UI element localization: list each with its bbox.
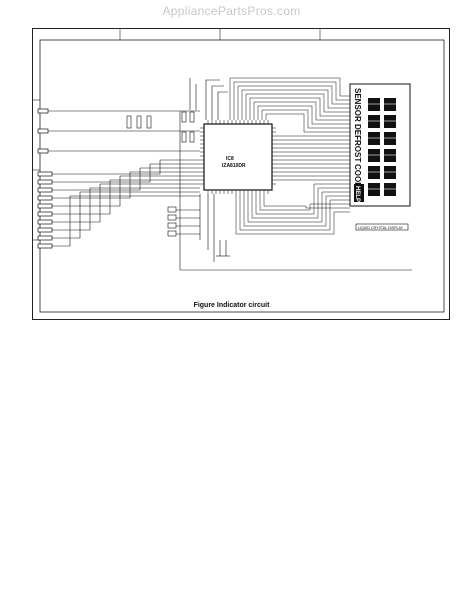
lcd-word-help: HELP <box>354 186 360 202</box>
lcd-segment-gaps <box>368 103 396 190</box>
lcd-segment-digits <box>368 98 396 196</box>
lcd-label-box <box>355 223 409 231</box>
lcd-word-cook: COOK <box>353 164 362 188</box>
lcd-label: LIQUID CRYSTAL DISPLAY <box>358 226 404 230</box>
ic-ref: IC8 <box>226 156 234 162</box>
display-bus-lower <box>235 183 350 235</box>
lcd-panel: SENSOR DEFROST COOK HELP LIQUID CRYSTAL … <box>349 83 411 231</box>
lcd-help-box: HELP <box>354 184 364 202</box>
watermark-text: AppliancePartsPros.com <box>162 4 301 18</box>
left-bus-lines <box>48 110 412 271</box>
top-lines <box>189 78 228 120</box>
ic-chip: IC8 IZA810DR <box>200 120 276 194</box>
display-bus-upper <box>229 77 350 181</box>
lcd-word-defrost: DEFROST <box>353 124 362 162</box>
ic-pins <box>200 120 276 194</box>
ic-part-number: IZA810DR <box>222 163 246 169</box>
drawing-sheet-border <box>32 28 450 320</box>
resistors <box>126 111 195 143</box>
figure-caption: Figure Indicator circuit <box>193 302 270 309</box>
frame-ticks <box>32 28 321 241</box>
lower-components <box>167 194 230 262</box>
lcd-word-sensor: SENSOR <box>353 88 362 122</box>
